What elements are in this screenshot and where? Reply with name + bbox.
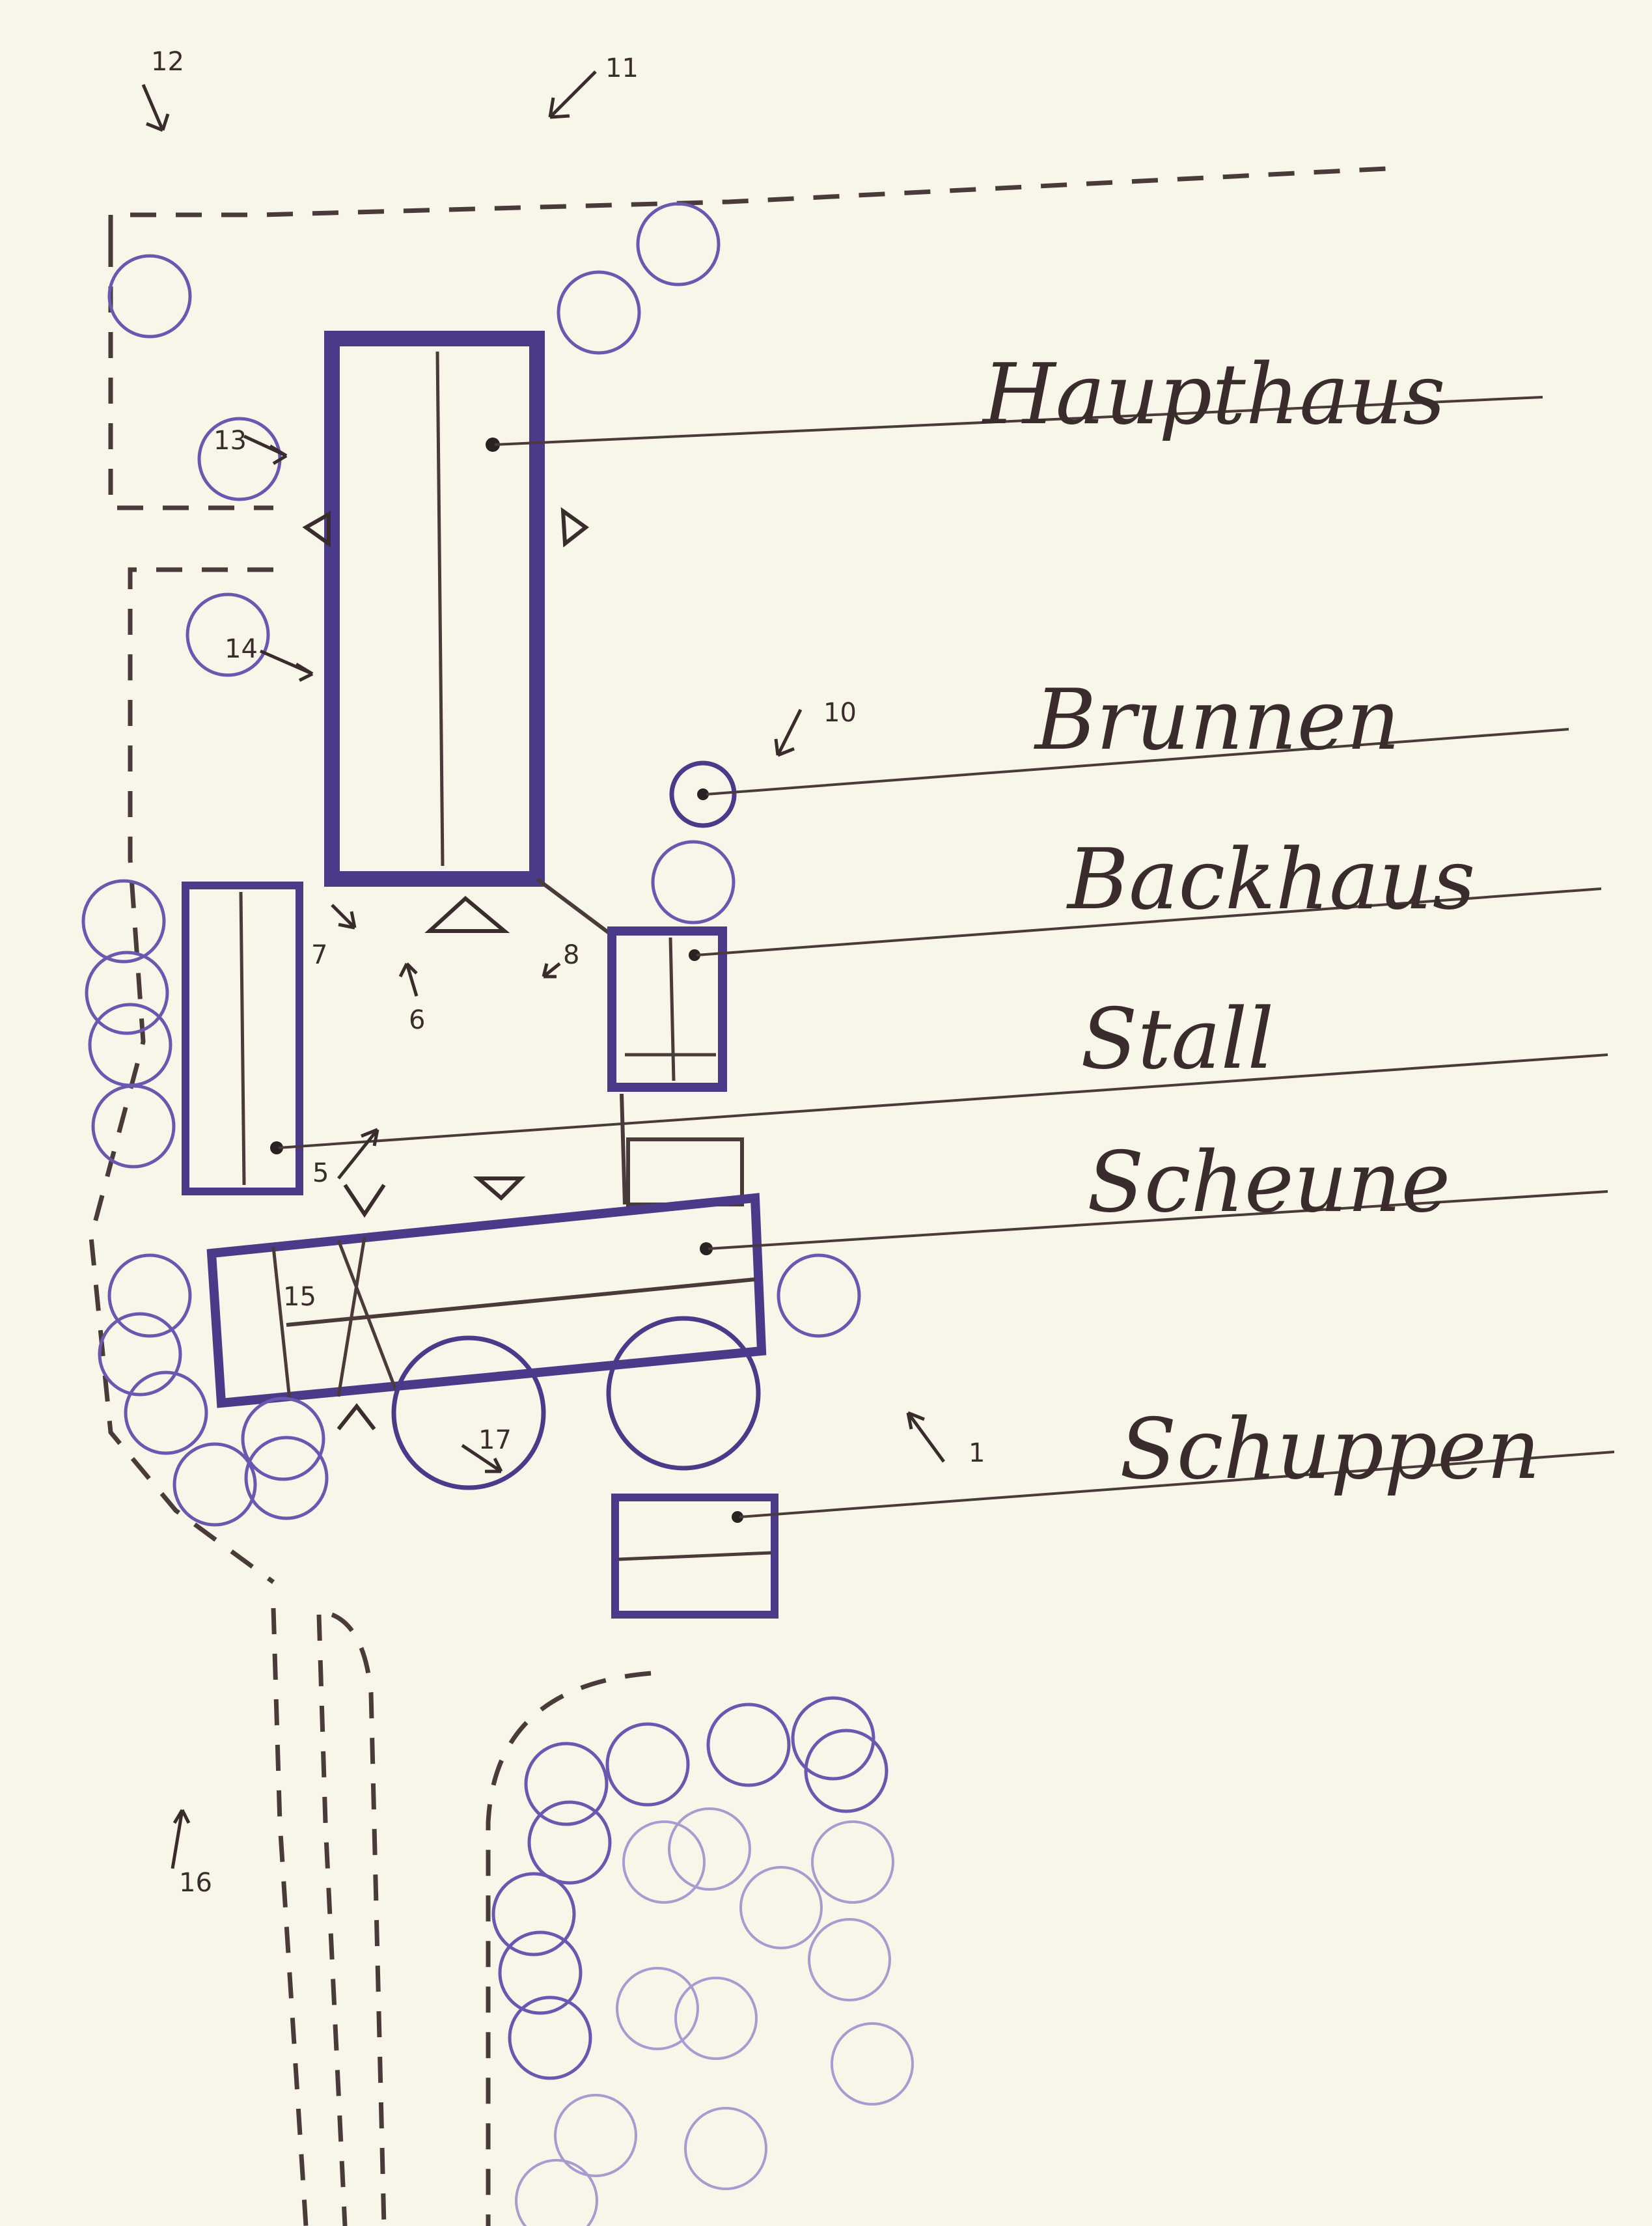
stall-building xyxy=(626,1137,744,1206)
num-17: 17 xyxy=(478,1425,512,1455)
label-haupthaus: Haupthaus xyxy=(982,346,1446,443)
num-13: 13 xyxy=(213,426,247,456)
num-14: 14 xyxy=(225,634,258,664)
label-backhaus: Backhaus xyxy=(1066,831,1476,928)
num-10: 10 xyxy=(823,698,857,728)
num-6: 6 xyxy=(409,1005,425,1035)
num-7: 7 xyxy=(311,940,327,970)
num-12: 12 xyxy=(151,47,184,77)
label-schuppen: Schuppen xyxy=(1120,1401,1540,1498)
entrance-triangles xyxy=(302,507,590,1430)
schuppen-building xyxy=(611,1494,778,1619)
num-5: 5 xyxy=(312,1158,329,1188)
building-labels: Haupthaus Brunnen Backhaus Stall Scheune… xyxy=(982,346,1540,1498)
viewpoint-numbers: 12 11 13 14 10 7 6 8 5 15 17 1 16 xyxy=(151,47,985,1898)
label-scheune: Scheune xyxy=(1087,1134,1450,1231)
side-building xyxy=(182,882,303,1195)
yard-outline xyxy=(536,877,627,1205)
property-boundary xyxy=(89,165,1400,1584)
num-11: 11 xyxy=(605,53,639,83)
backhaus-building xyxy=(607,926,727,1092)
label-brunnen: Brunnen xyxy=(1034,672,1400,769)
num-1: 1 xyxy=(969,1438,985,1468)
leader-lines xyxy=(278,396,1615,1518)
num-8: 8 xyxy=(563,940,579,970)
trees xyxy=(81,202,914,2226)
num-15: 15 xyxy=(283,1282,316,1312)
scheune-building xyxy=(206,1193,767,1408)
haupthaus-building xyxy=(324,331,545,887)
brunnen-well xyxy=(669,760,737,828)
viewpoint-arrows xyxy=(141,70,946,1869)
label-stall: Stall xyxy=(1081,991,1274,1088)
num-16: 16 xyxy=(179,1868,212,1898)
driveway xyxy=(271,1607,652,2226)
